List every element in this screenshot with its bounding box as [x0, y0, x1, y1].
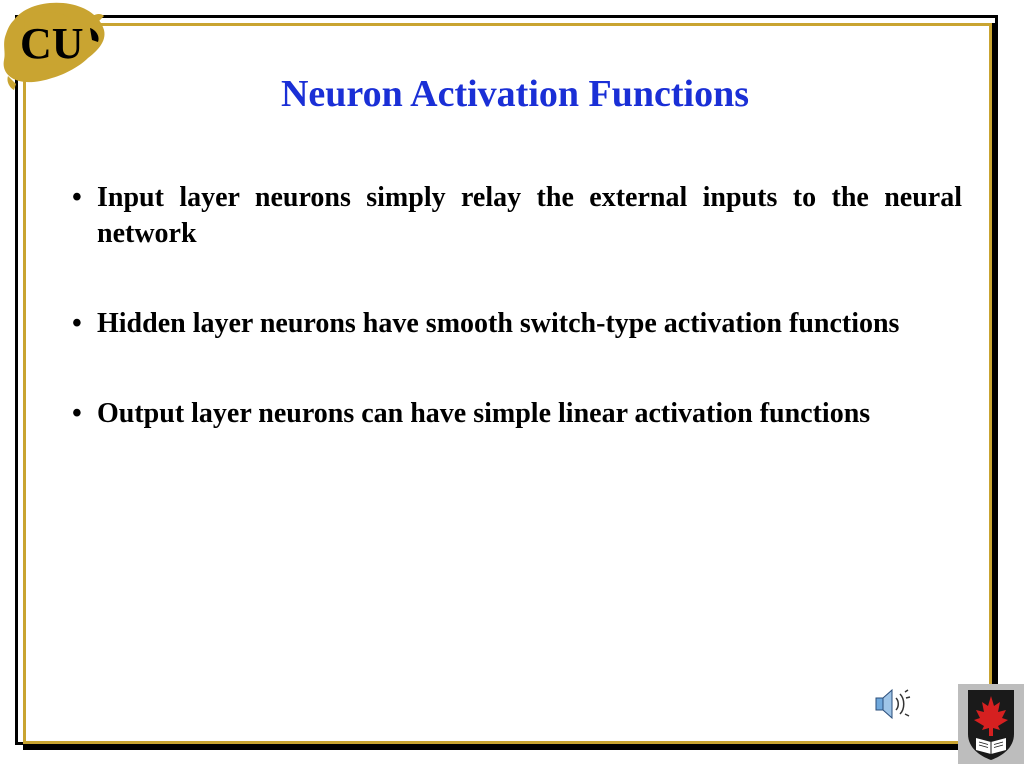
- bullet-dot: •: [72, 398, 82, 429]
- buffalo-logo-icon: CU: [3, 2, 105, 90]
- maple-leaf-crest-icon: [958, 684, 1024, 764]
- bullet-dot: •: [72, 182, 82, 213]
- bullet-item: • Output layer neurons can have simple l…: [70, 396, 962, 432]
- bullet-text: Hidden layer neurons have smooth switch-…: [97, 308, 900, 339]
- speaker-icon[interactable]: [872, 686, 914, 722]
- frame-inner: [23, 23, 992, 744]
- bullet-text: Output layer neurons can have simple lin…: [97, 398, 871, 429]
- slide-title: Neuron Activation Functions: [280, 73, 749, 115]
- bullet-dot: •: [72, 308, 82, 339]
- bullet-item: • Hidden layer neurons have smooth switc…: [70, 306, 962, 342]
- bullet-item: • Input layer neurons simply relay the e…: [70, 180, 962, 252]
- cu-logo-text: CU: [20, 19, 84, 68]
- frame-shadow-bottom: [23, 744, 998, 750]
- bullet-text: Input layer neurons simply relay the ext…: [97, 182, 962, 249]
- bullet-list: • Input layer neurons simply relay the e…: [70, 180, 962, 486]
